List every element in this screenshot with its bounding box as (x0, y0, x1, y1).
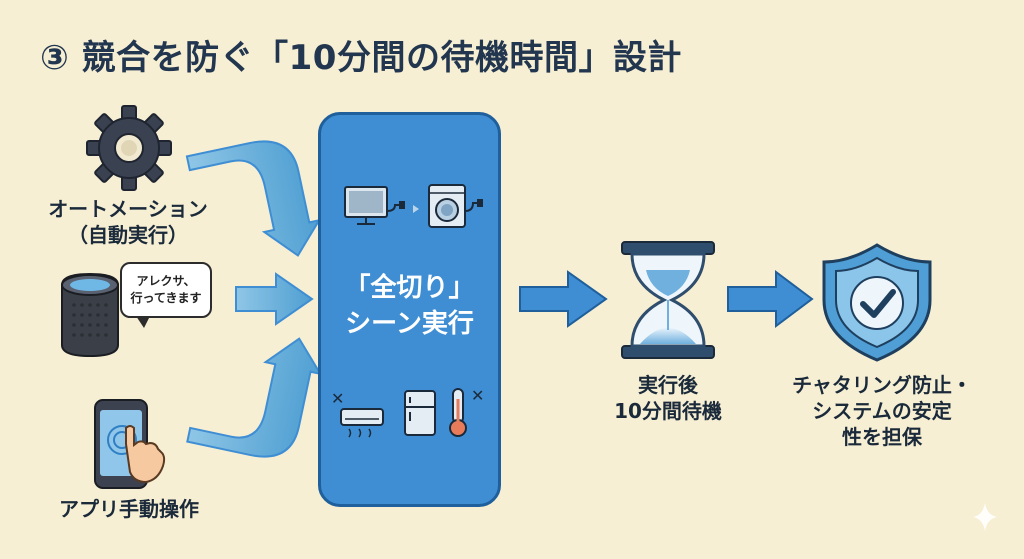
hourglass-icon (621, 241, 715, 359)
arrow-app (186, 337, 323, 458)
result-label-line3: 性を担保 (842, 425, 922, 449)
panel-icons: ✕ ✕ (331, 184, 484, 438)
bubble-line1: アレクサ、 (136, 274, 196, 288)
arrow-to-wait (519, 270, 608, 328)
small-arrow-icon (413, 205, 419, 213)
panel-title-line1: 「全切り」 (344, 273, 475, 303)
bubble-line2: 行ってきます (130, 291, 202, 305)
shield-check-icon (822, 243, 932, 362)
svg-text:✕: ✕ (331, 389, 344, 408)
result-label: チャタリング防止・ システムの安定 性を担保 (782, 372, 982, 450)
result-label-line1: チャタリング防止・ (792, 373, 972, 397)
wait-label-line2: 10分間待機 (614, 399, 722, 423)
all-off-scene-panel: ✕ ✕ 「全切り」 シーン実行 (318, 112, 501, 507)
gear-icon (86, 105, 172, 191)
thermometer-icon: ✕ (449, 386, 484, 437)
arrow-voice (235, 272, 314, 326)
sparkle-icon (973, 503, 997, 531)
wait-label: 実行後 10分間待機 (598, 372, 738, 424)
page-title: ③ 競合を防ぐ「10分間の待機時間」設計 (40, 38, 682, 78)
automation-label-line1: オートメーション (48, 197, 208, 221)
app-label: アプリ手動操作 (59, 497, 199, 521)
refrigerator-icon (404, 390, 436, 436)
automation-label: オートメーション （自動実行） (38, 196, 218, 248)
automation-label-line2: （自動実行） (68, 223, 188, 247)
smart-speaker-icon (61, 272, 119, 358)
result-label-line2: システムの安定 (812, 399, 952, 423)
panel-title: 「全切り」 シーン実行 (321, 270, 498, 342)
panel-title-line2: シーン実行 (345, 309, 474, 339)
wait-label-line1: 実行後 (638, 373, 698, 397)
washing-machine-icon (428, 184, 483, 228)
tv-icon (344, 186, 405, 225)
arrow-to-result (727, 270, 814, 328)
smartphone-tap-icon (94, 399, 166, 489)
svg-text:✕: ✕ (471, 386, 484, 405)
speech-bubble: アレクサ、 行ってきます (120, 262, 212, 328)
air-conditioner-icon: ✕ (331, 389, 384, 438)
